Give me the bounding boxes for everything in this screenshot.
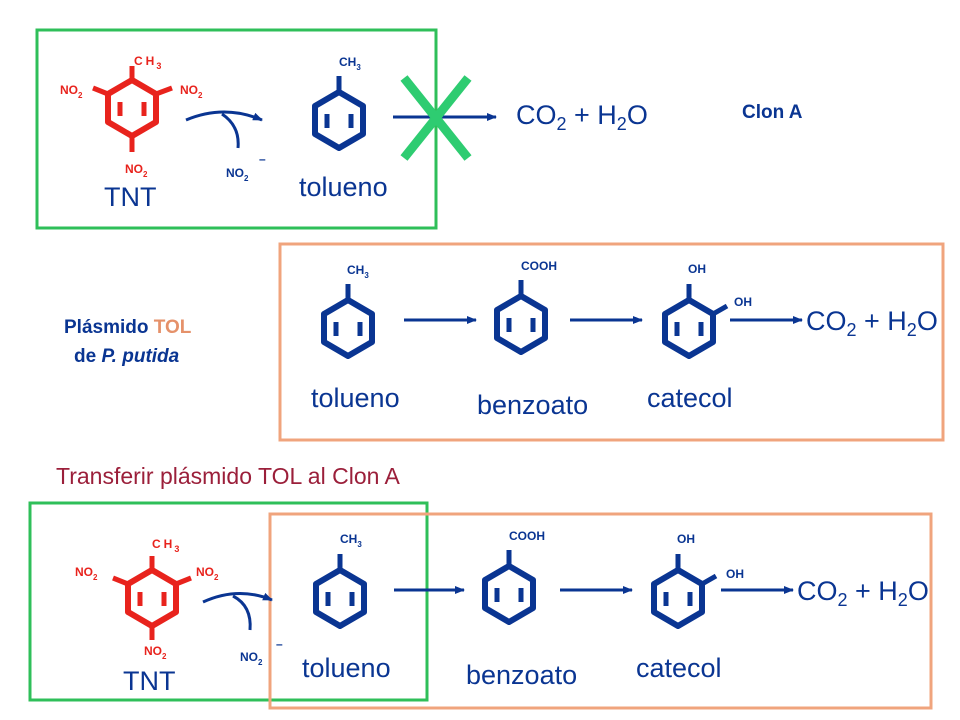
clon-a-box-bottom bbox=[28, 501, 429, 702]
nitrite-label-top: NO2 bbox=[226, 166, 249, 183]
tnt-no2-right-bottom: NO2 bbox=[196, 565, 219, 582]
nitrite-branch-top bbox=[221, 112, 240, 149]
tnt-no2-left-bottom: NO2 bbox=[75, 565, 98, 582]
nitrite-branch-bottom bbox=[232, 594, 252, 631]
plasmid-label-line2: de P. putida bbox=[74, 346, 180, 367]
toluene-molecule-bottom bbox=[313, 554, 367, 629]
toluene-ch3-bottom: CH3 bbox=[340, 532, 362, 549]
tnt-label-top: TNT bbox=[104, 182, 156, 212]
toluene-label-bottom: tolueno bbox=[302, 653, 391, 683]
benzoate-cooh-bottom: COOH bbox=[509, 529, 545, 543]
co2-h2o-bottom: CO2 + H2O bbox=[797, 576, 929, 610]
tnt-no2-bottom-bottom: NO2 bbox=[144, 644, 167, 661]
benzoate-label-bottom: benzoato bbox=[466, 660, 577, 690]
benzoate-cooh-middle: COOH bbox=[521, 259, 557, 273]
toluene-label-middle: tolueno bbox=[311, 383, 400, 413]
nitrite-minus-bottom: – bbox=[276, 637, 283, 651]
benzoate-molecule-bottom bbox=[482, 550, 536, 625]
clon-a-label: Clon A bbox=[742, 102, 803, 123]
blocked-cross-icon bbox=[400, 75, 472, 161]
tnt-molecule-top bbox=[92, 66, 173, 152]
plasmid-tol-box bbox=[278, 242, 945, 442]
benzoate-label-middle: benzoato bbox=[477, 390, 588, 420]
co2-h2o-middle: CO2 + H2O bbox=[806, 306, 938, 340]
benzoate-molecule-middle bbox=[494, 280, 548, 355]
tnt-molecule-bottom bbox=[112, 556, 192, 640]
transfer-heading: Transferir plásmido TOL al Clon A bbox=[56, 463, 401, 489]
catechol-label-middle: catecol bbox=[647, 383, 733, 413]
catechol-molecule-bottom bbox=[651, 554, 718, 629]
tnt-no2-right-top: NO2 bbox=[180, 83, 203, 100]
co2-h2o-top: CO2 + H2O bbox=[516, 100, 648, 134]
clon-a-box-top bbox=[35, 28, 438, 230]
catechol-oh1-bottom: OH bbox=[677, 532, 695, 546]
catechol-oh1-middle: OH bbox=[688, 262, 706, 276]
tnt-no2-bottom-top: NO2 bbox=[125, 162, 148, 179]
tnt-no2-left-top: NO2 bbox=[60, 83, 83, 100]
plasmid-tol-box-bottom bbox=[268, 512, 933, 710]
catechol-oh2-bottom: OH bbox=[726, 567, 744, 581]
toluene-label-top: tolueno bbox=[299, 172, 388, 202]
toluene-molecule-middle bbox=[321, 284, 375, 359]
nitrite-release-arrow-bottom bbox=[202, 591, 273, 604]
plasmid-label-line1: Plásmido TOL bbox=[64, 317, 192, 338]
toluene-ch3-middle: CH3 bbox=[347, 263, 369, 280]
nitrite-label-bottom: NO2 bbox=[240, 650, 263, 667]
toluene-molecule-top bbox=[312, 76, 366, 151]
tnt-label-bottom: TNT bbox=[123, 666, 175, 696]
nitrite-minus-top: – bbox=[259, 152, 266, 166]
nitrite-release-arrow-top bbox=[185, 110, 263, 122]
catechol-molecule-middle bbox=[662, 284, 729, 359]
catechol-label-bottom: catecol bbox=[636, 653, 722, 683]
catechol-oh2-middle: OH bbox=[734, 295, 752, 309]
toluene-ch3-top: CH3 bbox=[339, 55, 361, 72]
